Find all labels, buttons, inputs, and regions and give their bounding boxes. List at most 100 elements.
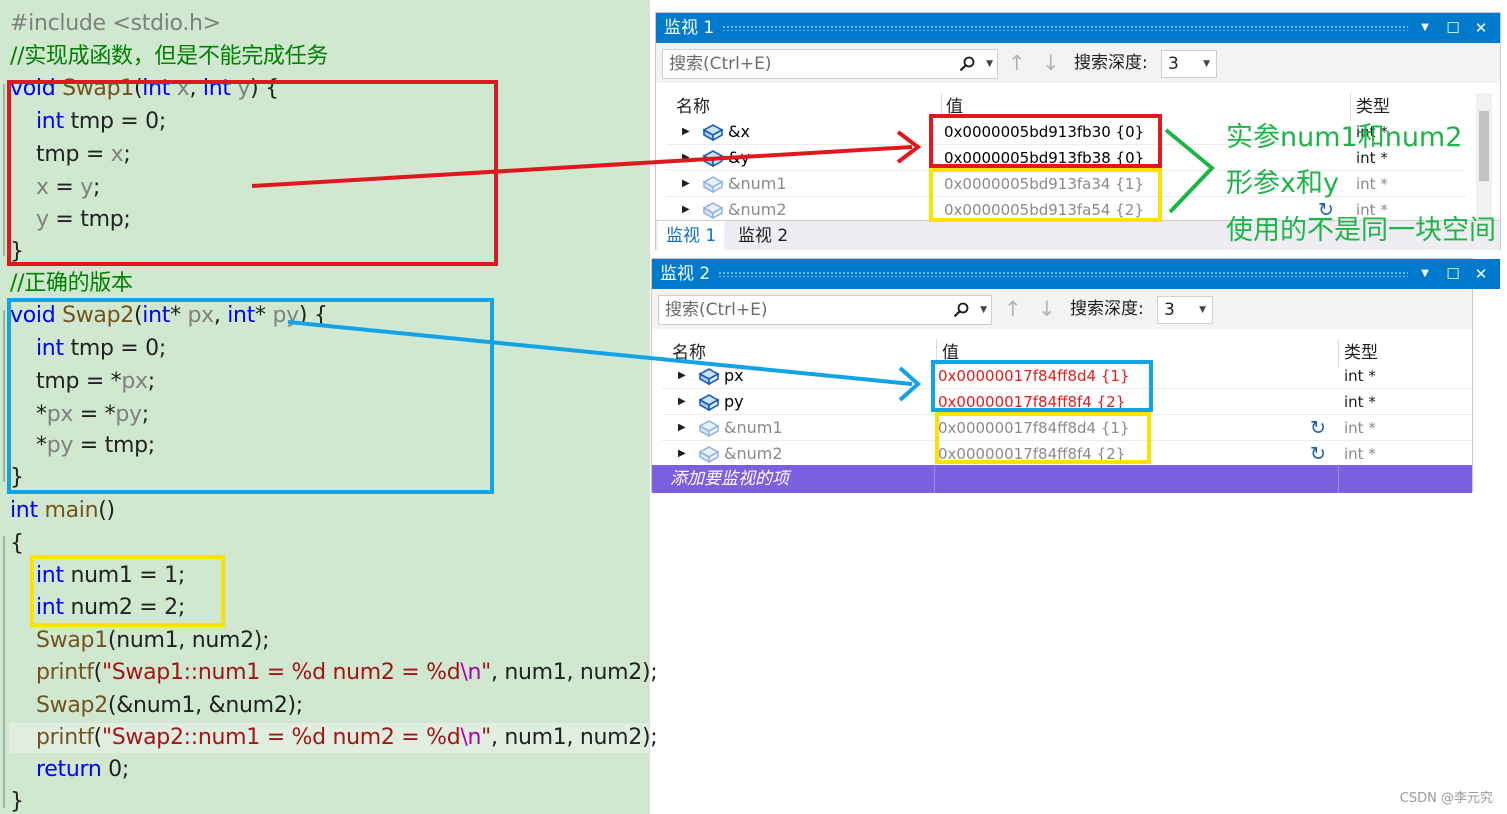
watch2-row-num1[interactable]: ▶ &num1 0x00000017f84ff8d4 {1} ↻ int *	[662, 415, 1472, 441]
code-line[interactable]: tmp = x;	[10, 139, 131, 171]
watch-type: int *	[1344, 393, 1376, 411]
code-line-brace[interactable]: }	[10, 789, 24, 814]
dropdown-icon[interactable]: ▼	[1421, 22, 1429, 33]
arrow-up-icon[interactable]: ↑	[1008, 51, 1026, 75]
code-line[interactable]: Swap2(&num1, &num2);	[10, 690, 303, 722]
watch1-row-x[interactable]: ▶ &x 0x0000005bd913fb30 {0} int *	[666, 119, 1466, 145]
code-line-include[interactable]: #include <stdio.h>	[10, 8, 221, 40]
arrow-down-icon[interactable]: ↓	[1038, 297, 1056, 321]
refresh-icon[interactable]: ↻	[1310, 443, 1326, 465]
code-line[interactable]: *py = tmp;	[10, 430, 155, 462]
search-icon[interactable]	[953, 302, 969, 318]
code-line-comment-1[interactable]: //实现成函数，但是不能完成任务	[10, 44, 329, 69]
watch-type: int *	[1356, 201, 1388, 219]
watch1-scrollbar[interactable]	[1476, 93, 1492, 221]
code-line-brace[interactable]: }	[10, 465, 24, 490]
close-icon[interactable]: ✕	[1474, 19, 1488, 37]
watch-value[interactable]: 0x00000017f84ff8d4 {1}	[938, 367, 1130, 385]
code-line[interactable]: tmp = *px;	[10, 366, 155, 398]
refresh-icon[interactable]: ↻	[1310, 417, 1326, 439]
code-line[interactable]: int tmp = 0;	[10, 333, 166, 365]
code-line-comment-2[interactable]: //正确的版本	[10, 271, 133, 296]
search-placeholder: 搜索(Ctrl+E)	[665, 300, 768, 320]
code-line-swap2-signature[interactable]: void Swap2(int* px, int* py) {	[10, 300, 328, 332]
watch1-header-row: 名称 值 类型	[666, 93, 1466, 121]
expand-arrow-icon[interactable]: ▶	[678, 448, 686, 459]
expand-arrow-icon[interactable]: ▶	[678, 370, 686, 381]
search-depth-select[interactable]: 3▼	[1161, 50, 1217, 78]
column-header-type[interactable]: 类型	[1344, 343, 1378, 363]
maximize-icon[interactable]: ☐	[1446, 19, 1460, 37]
column-header-value[interactable]: 值	[942, 343, 959, 363]
watch2-row-py[interactable]: ▶ py 0x00000017f84ff8f4 {2} int *	[662, 389, 1472, 415]
watch1-title: 监视 1	[664, 18, 715, 38]
chevron-down-icon[interactable]: ▼	[980, 305, 987, 315]
code-line[interactable]: printf("Swap1::num1 = %d num2 = %d\n", n…	[10, 657, 658, 689]
variable-cube-icon	[702, 176, 724, 193]
expand-arrow-icon[interactable]: ▶	[682, 152, 690, 163]
code-line-main-signature[interactable]: int main()	[10, 495, 115, 527]
search-input[interactable]: 搜索(Ctrl+E) ▼	[658, 295, 992, 325]
code-line[interactable]: y = tmp;	[10, 204, 131, 236]
column-header-type[interactable]: 类型	[1356, 97, 1390, 117]
escape-sequence: \n	[460, 725, 482, 750]
watch2-row-px[interactable]: ▶ px 0x00000017f84ff8d4 {1} int *	[662, 363, 1472, 389]
code-text: tmp = 0;	[63, 336, 166, 361]
tab-watch-1[interactable]: 监视 1	[658, 221, 725, 251]
search-icon[interactable]	[959, 56, 975, 72]
dropdown-icon[interactable]: ▼	[1421, 268, 1429, 279]
chevron-down-icon[interactable]: ▼	[986, 59, 993, 69]
param: py	[115, 402, 142, 427]
code-line[interactable]: int num1 = 1;	[10, 560, 185, 592]
code-line-brace[interactable]: }	[10, 239, 24, 264]
column-header-name[interactable]: 名称	[676, 97, 710, 117]
watch2-row-num2[interactable]: ▶ &num2 0x00000017f84ff8f4 {2} ↻ int *	[662, 441, 1472, 467]
watch-value[interactable]: 0x0000005bd913fb30 {0}	[944, 123, 1145, 141]
chevron-down-icon: ▼	[1199, 305, 1206, 315]
watch-value[interactable]: 0x0000005bd913fa54 {2}	[944, 201, 1144, 219]
tab-watch-2[interactable]: 监视 2	[738, 226, 789, 246]
arrow-up-icon[interactable]: ↑	[1004, 297, 1022, 321]
watch1-row-num1[interactable]: ▶ &num1 0x0000005bd913fa34 {1} int *	[666, 171, 1466, 197]
column-divider[interactable]	[1338, 339, 1339, 367]
code-line[interactable]: int tmp = 0;	[10, 106, 166, 138]
search-depth-select[interactable]: 3▼	[1157, 296, 1213, 324]
semicolon: ;	[141, 402, 149, 427]
code-line[interactable]: int num2 = 2;	[10, 592, 185, 624]
watch-value[interactable]: 0x00000017f84ff8f4 {2}	[938, 445, 1126, 463]
maximize-icon[interactable]: ☐	[1446, 265, 1460, 283]
expand-arrow-icon[interactable]: ▶	[678, 396, 686, 407]
watch2-title-bar[interactable]: 监视 2 ▼ ☐ ✕	[652, 259, 1500, 289]
close-icon[interactable]: ✕	[1474, 265, 1488, 283]
expand-arrow-icon[interactable]: ▶	[682, 126, 690, 137]
scrollbar-thumb[interactable]	[1479, 111, 1489, 181]
code-text: , num1, num2);	[490, 725, 658, 750]
column-divider[interactable]	[1350, 93, 1351, 121]
code-editor[interactable]: #include <stdio.h> //实现成函数，但是不能完成任务 void…	[0, 0, 658, 814]
expand-arrow-icon[interactable]: ▶	[682, 178, 690, 189]
watch-value[interactable]: 0x0000005bd913fb38 {0}	[944, 149, 1145, 167]
expand-arrow-icon[interactable]: ▶	[682, 204, 690, 215]
watch-window-1[interactable]: 监视 1 ▼ ☐ ✕ 搜索(Ctrl+E) ▼ ↑ ↓ 搜索深度: 3▼ 名称 …	[655, 12, 1501, 251]
code-line-current[interactable]: printf("Swap2::num1 = %d num2 = %d\n", n…	[10, 722, 658, 754]
expand-arrow-icon[interactable]: ▶	[678, 422, 686, 433]
add-watch-item[interactable]: 添加要监视的项	[652, 465, 1472, 493]
code-line-swap1-signature[interactable]: void Swap1(int x, int y) {	[10, 73, 279, 105]
column-divider[interactable]	[941, 93, 942, 121]
function-name: Swap1	[36, 628, 108, 653]
column-header-value[interactable]: 值	[946, 97, 963, 117]
refresh-icon[interactable]: ↻	[1318, 199, 1334, 221]
code-line[interactable]: *px = *py;	[10, 399, 149, 431]
watch-window-2[interactable]: 监视 2 ▼ ☐ ✕ 搜索(Ctrl+E) ▼ ↑ ↓ 搜索深度: 3▼ 名称 …	[651, 258, 1500, 493]
code-line[interactable]: return 0;	[10, 754, 129, 786]
code-line[interactable]: Swap1(num1, num2);	[10, 625, 270, 657]
watch-value[interactable]: 0x00000017f84ff8f4 {2}	[938, 393, 1126, 411]
watch-value[interactable]: 0x0000005bd913fa34 {1}	[944, 175, 1144, 193]
code-line[interactable]: x = y;	[10, 172, 100, 204]
watch1-title-bar[interactable]: 监视 1 ▼ ☐ ✕	[656, 13, 1500, 43]
arrow-down-icon[interactable]: ↓	[1042, 51, 1060, 75]
code-line-brace[interactable]: {	[10, 531, 24, 556]
watch-value[interactable]: 0x00000017f84ff8d4 {1}	[938, 419, 1130, 437]
column-divider[interactable]	[936, 339, 937, 367]
search-input[interactable]: 搜索(Ctrl+E) ▼	[662, 49, 998, 79]
